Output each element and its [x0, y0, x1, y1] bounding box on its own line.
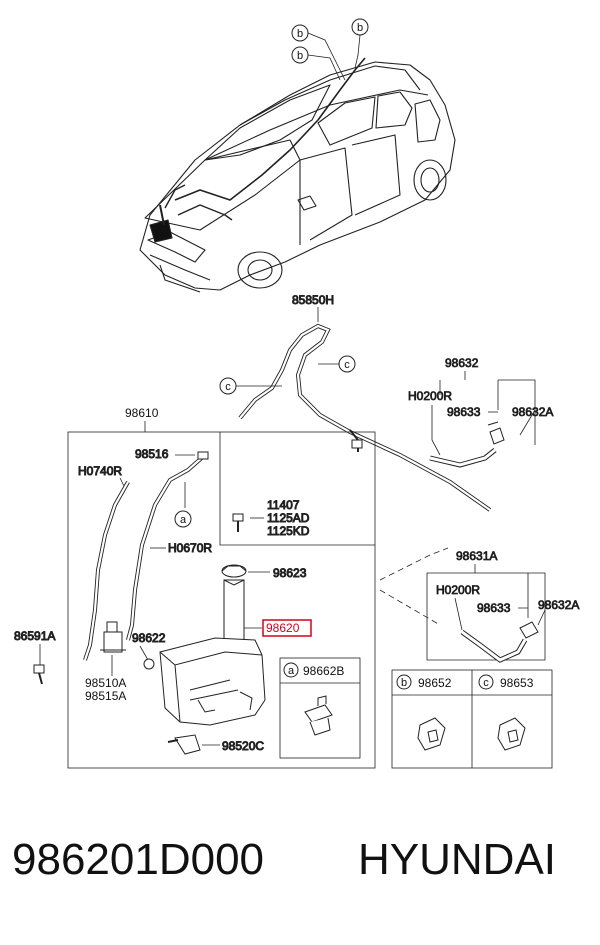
car-illustration	[139, 57, 456, 293]
svg-text:98622: 98622	[132, 631, 166, 645]
nozzle-group-98632: 98632 H0200R 98633 98632A	[408, 356, 554, 468]
svg-text:H0740R: H0740R	[78, 464, 122, 478]
svg-text:98516: 98516	[135, 447, 169, 461]
motor-98520c: 98520C	[167, 734, 265, 755]
svg-text:11407: 11407	[267, 498, 300, 512]
inset-98662b: a 98662B	[279, 657, 361, 759]
svg-text:1125KD: 1125KD	[267, 524, 310, 538]
svg-text:98652: 98652	[418, 676, 452, 690]
cap-98623: 98623	[221, 564, 307, 581]
svg-text:b: b	[297, 28, 303, 40]
svg-text:H0670R: H0670R	[168, 541, 212, 555]
svg-text:98610: 98610	[125, 406, 159, 420]
svg-text:98515A: 98515A	[85, 689, 126, 703]
grommet-98622: 98622	[132, 631, 166, 670]
pump-98510a: 98510A 98515A	[85, 621, 126, 703]
svg-text:H0200R: H0200R	[436, 583, 480, 597]
parts-diagram: b b b 85850H c c 98632 H0200R 98633	[14, 18, 580, 769]
part-number: 986201D000	[12, 835, 265, 884]
svg-text:98633: 98633	[477, 601, 511, 615]
svg-text:98520C: 98520C	[222, 739, 264, 753]
svg-text:c: c	[225, 381, 231, 393]
svg-text:c: c	[344, 359, 350, 371]
callout-b-top-2: b	[291, 46, 341, 81]
hose-85850h: 85850H	[238, 293, 492, 512]
svg-text:b: b	[401, 677, 407, 689]
clip-callout-a: a	[174, 510, 192, 528]
svg-text:98633: 98633	[447, 405, 481, 419]
svg-text:98623: 98623	[273, 566, 307, 580]
callout-c-2: c	[318, 355, 356, 373]
brand-name: HYUNDAI	[358, 835, 557, 884]
svg-text:86591A: 86591A	[14, 629, 55, 643]
bolt-86591a: 86591A	[14, 629, 56, 685]
svg-text:1125AD: 1125AD	[267, 511, 310, 525]
svg-text:H0200R: H0200R	[408, 389, 452, 403]
svg-text:a: a	[288, 665, 295, 677]
reservoir-assembly-box: 98610	[67, 406, 376, 769]
nozzle-group-98631a: 98631A H0200R 98633 98632A	[379, 547, 580, 663]
svg-text:98620: 98620	[266, 621, 300, 635]
filler-label-highlight: 98620	[262, 619, 312, 637]
reservoir-tank	[159, 637, 266, 726]
svg-text:98662B: 98662B	[303, 664, 344, 678]
inset-98652-98653: b 98652 c 98653	[391, 669, 553, 769]
svg-text:a: a	[180, 514, 187, 526]
svg-text:b: b	[297, 50, 303, 62]
svg-text:98631A: 98631A	[456, 549, 497, 563]
callout-b-top-3: b	[351, 18, 369, 69]
svg-text:85850H: 85850H	[292, 293, 334, 307]
svg-text:98510A: 98510A	[85, 676, 126, 690]
callout-b-top-1: b	[291, 24, 346, 81]
svg-text:b: b	[357, 22, 363, 34]
svg-text:98632: 98632	[445, 356, 479, 370]
svg-text:c: c	[483, 677, 489, 689]
svg-text:98653: 98653	[500, 676, 534, 690]
bolt-11407: 11407 1125AD 1125KD	[232, 498, 310, 539]
svg-text:98632A: 98632A	[512, 405, 553, 419]
washer-hoses: 98516 H0740R H0670R	[78, 447, 213, 661]
svg-text:98632A: 98632A	[538, 598, 579, 612]
footer: 986201D000 HYUNDAI	[0, 815, 600, 925]
callout-c-1: c	[219, 377, 282, 395]
